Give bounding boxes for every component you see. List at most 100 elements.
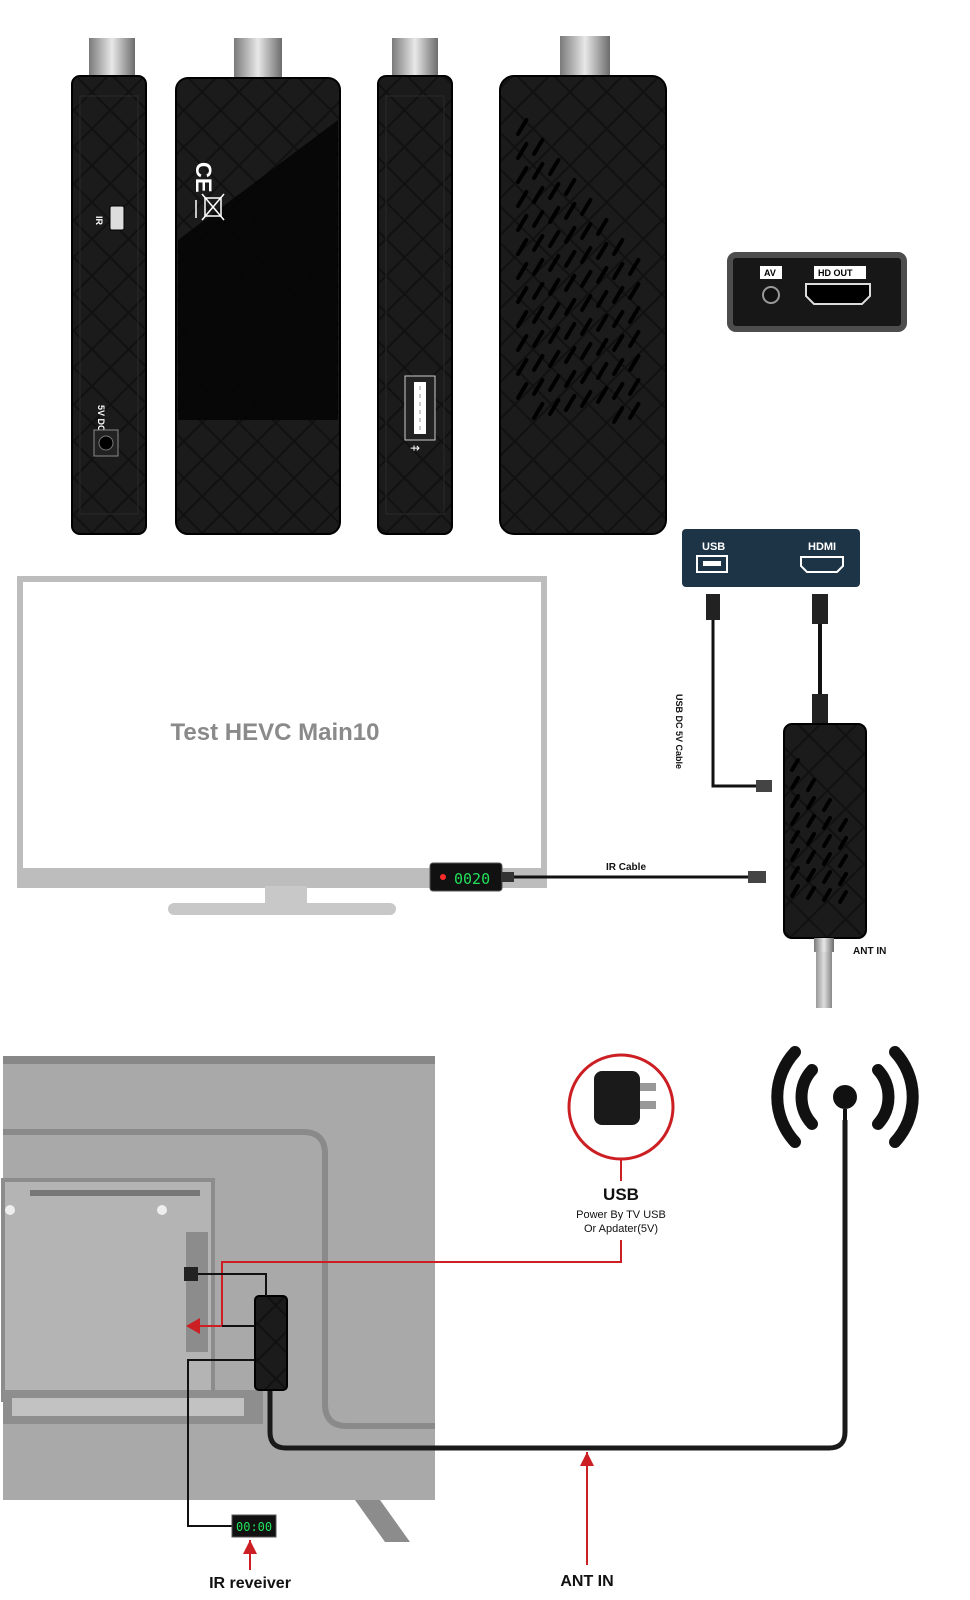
vent-slot <box>790 884 800 898</box>
ant-in-label-bottom: ANT IN <box>560 1573 613 1590</box>
vent-slot <box>516 358 529 376</box>
vent-slot <box>580 390 593 408</box>
vent-slot <box>564 322 577 340</box>
vent-slot <box>516 238 529 256</box>
tv-front: Test HEVC Main10 <box>17 576 547 915</box>
vent-slot <box>612 310 625 328</box>
vent-slot <box>532 330 545 348</box>
vent-slot <box>548 206 561 224</box>
ir-receiver-module: 00:00 IR reveiver <box>187 1359 291 1592</box>
vent-slot <box>790 776 800 790</box>
vent-slot <box>564 202 577 220</box>
vent-slot <box>548 326 561 344</box>
vent-slot <box>532 282 545 300</box>
vent-slot <box>516 262 529 280</box>
hd-out-port-label: HD OUT <box>818 268 853 278</box>
vent-slot <box>838 818 848 832</box>
vent-slot <box>548 350 561 368</box>
vent-slot <box>596 386 609 404</box>
vent-slot <box>564 346 577 364</box>
vent-slot <box>532 402 545 420</box>
panel-usb-label: USB <box>702 541 725 553</box>
vent-slot <box>548 302 561 320</box>
vent-slot <box>516 334 529 352</box>
usb-power-adapter-callout: USB Power By TV USB Or Apdater(5V) <box>567 1053 675 1235</box>
vent-slot <box>596 266 609 284</box>
vent-slot <box>532 234 545 252</box>
vent-slot <box>596 242 609 260</box>
ir-port <box>109 205 125 231</box>
vent-slot <box>822 816 832 830</box>
tv-port-panel: USB HDMI <box>682 529 860 587</box>
usb-power-title: USB <box>603 1185 639 1204</box>
vent-slot <box>822 888 832 902</box>
vent-slot <box>628 282 641 300</box>
vent-slot <box>516 286 529 304</box>
vent-slot <box>628 258 641 276</box>
vent-slot <box>596 218 609 236</box>
vent-slot <box>532 210 545 228</box>
vent-slot <box>532 138 545 156</box>
vent-slot <box>628 306 641 324</box>
vent-slot <box>564 394 577 412</box>
hdmi-cable <box>812 594 828 724</box>
device-installed <box>184 1267 288 1391</box>
ir-cable: IR Cable <box>514 862 766 883</box>
vent-slot <box>548 230 561 248</box>
vent-slot <box>806 796 816 810</box>
vent-slot <box>596 362 609 380</box>
vent-slot <box>806 868 816 882</box>
ce-mark: CE <box>191 162 216 193</box>
panel-usb-port <box>696 555 728 573</box>
vent-slot <box>790 866 800 880</box>
ventilation-slots <box>516 118 641 424</box>
vent-slot <box>548 278 561 296</box>
device-end-cap-view: AV HD OUT <box>727 252 907 332</box>
vent-slot <box>628 354 641 372</box>
vent-slot <box>790 830 800 844</box>
vent-slot <box>596 314 609 332</box>
device-side-left-view: IR 5V DC <box>71 38 147 535</box>
vent-slot <box>580 318 593 336</box>
vent-slot <box>596 290 609 308</box>
product-views: IR 5V DC CE ⇸ <box>71 36 907 535</box>
vent-slot <box>612 406 625 424</box>
vent-slot <box>806 886 816 900</box>
av-jack <box>762 286 780 304</box>
tv-screen-text: Test HEVC Main10 <box>171 719 380 746</box>
vent-slot <box>612 334 625 352</box>
vent-slot <box>532 354 545 372</box>
vent-slot <box>532 306 545 324</box>
vent-slot <box>822 852 832 866</box>
vent-slot <box>580 222 593 240</box>
vent-slot <box>838 890 848 904</box>
device-connected <box>783 723 867 939</box>
usb-symbol-icon: ⇸ <box>410 441 420 455</box>
vent-slot <box>580 366 593 384</box>
antenna-symbol-icon <box>771 1046 919 1148</box>
antenna-cable-mid: ANT IN <box>814 938 886 1008</box>
ir-cable-label: IR Cable <box>606 862 646 873</box>
vent-slot <box>564 274 577 292</box>
vent-slot <box>564 298 577 316</box>
usb-power-line2: Or Apdater(5V) <box>584 1223 658 1235</box>
weee-bin-icon <box>195 193 225 221</box>
device-back-view <box>499 36 667 535</box>
dc-port-label: 5V DC <box>96 405 106 432</box>
vent-slot <box>628 402 641 420</box>
tv-back <box>1 1056 435 1542</box>
vent-slot <box>822 834 832 848</box>
panel-hdmi-label: HDMI <box>808 541 836 553</box>
vent-slot <box>564 250 577 268</box>
vent-slot <box>838 854 848 868</box>
device-front-view: CE <box>175 38 341 535</box>
ir-display-module: 0020 <box>429 862 514 892</box>
vent-slot <box>580 342 593 360</box>
antenna-cable-bottom: ANT IN <box>267 1120 848 1590</box>
dc-jack <box>93 429 119 457</box>
vent-slot <box>790 794 800 808</box>
usb-adapter-icon <box>594 1071 640 1125</box>
ant-in-label-mid: ANT IN <box>853 946 886 957</box>
vent-slot <box>580 246 593 264</box>
usb-power-red-line <box>186 1240 622 1334</box>
